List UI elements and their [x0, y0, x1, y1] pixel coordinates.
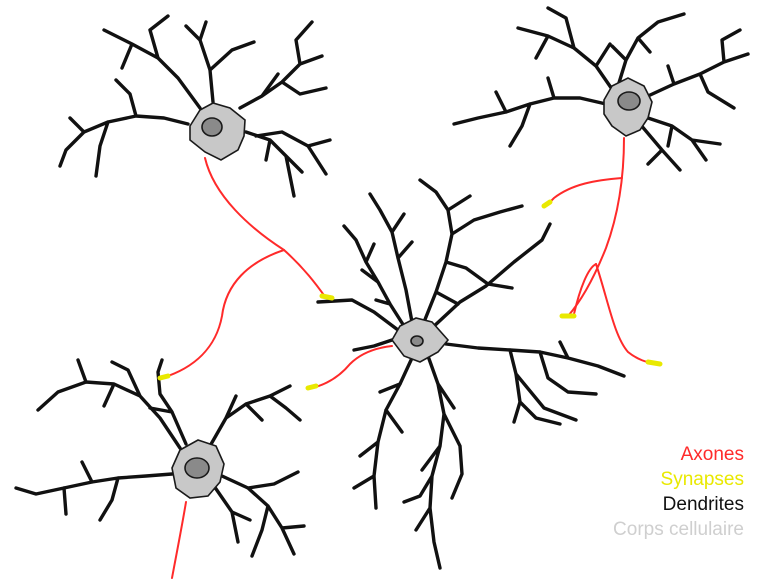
- neuron-bottom-left: [16, 360, 304, 556]
- neuron-center: [318, 180, 624, 568]
- nucleus-bottom-left: [185, 458, 209, 478]
- nucleus-top-left: [202, 118, 222, 136]
- synapse-3: [544, 202, 550, 206]
- neuron-top-right: [454, 8, 748, 170]
- legend-dendrites: Dendrites: [613, 492, 744, 517]
- synapse-2: [160, 376, 168, 378]
- legend: Axones Synapses Dendrites Corps cellulai…: [613, 442, 744, 542]
- synapse-5: [648, 362, 660, 364]
- legend-axones: Axones: [613, 442, 744, 467]
- dendrites-bottom-left: [16, 360, 304, 556]
- legend-cell-bodies: Corps cellulaire: [613, 517, 744, 542]
- axon-top-left: [205, 158, 326, 298]
- axon-top-right-loop: [574, 264, 596, 314]
- neuron-top-left: [60, 16, 330, 196]
- legend-synapses: Synapses: [613, 467, 744, 492]
- dendrites-center: [318, 180, 624, 568]
- nucleus-top-right: [618, 92, 640, 110]
- nucleus-center: [411, 336, 423, 346]
- axon-top-right: [568, 138, 624, 316]
- axon-top-left-branch: [162, 250, 284, 378]
- dendrites-top-right: [454, 8, 748, 170]
- axon-bottom-left: [172, 502, 186, 578]
- dendrites-top-left: [60, 16, 330, 196]
- synapse-6: [308, 386, 316, 388]
- axon-top-right-branch: [596, 264, 656, 364]
- axon-center: [312, 346, 392, 388]
- synapse-1: [322, 296, 332, 298]
- axon-top-right-to-center: [546, 178, 622, 206]
